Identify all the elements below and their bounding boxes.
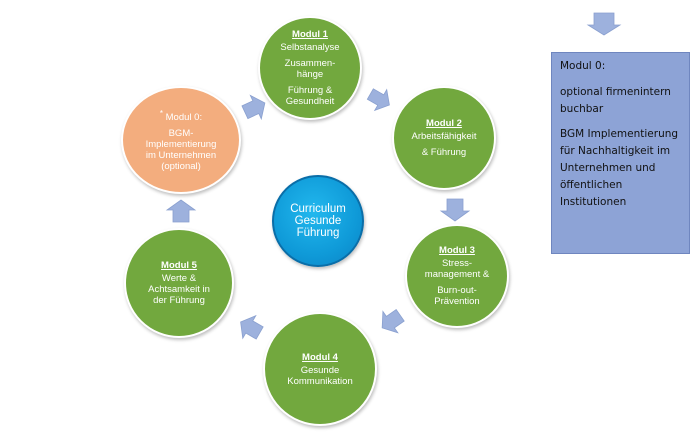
- module-5-line-2: Achtsamkeit in: [148, 284, 210, 295]
- module-3-line-1: Stress-: [441, 258, 473, 269]
- module-4-line-2: Kommunikation: [287, 375, 353, 387]
- arrow-m5-to-m0: [165, 199, 197, 223]
- module-5-line-3: der Führung: [153, 295, 205, 306]
- info-box-text-2: BGM Implementierung für Nachhaltigkeit i…: [560, 128, 679, 208]
- module-5-circle: Modul 5 Werte & Achtsamkeit in der Führu…: [124, 228, 234, 338]
- module-2-line-2: & Führung: [421, 147, 467, 158]
- module-1-line-5: Gesundheit: [285, 96, 335, 107]
- module-1-line-1: Selbstanalyse: [280, 42, 340, 53]
- module-3-circle: Modul 3 Stress- management & Burn-out- P…: [405, 224, 509, 328]
- module-4-title: Modul 4: [302, 351, 338, 363]
- module-3-title: Modul 3: [439, 245, 475, 256]
- center-circle: Curriculum Gesunde Führung: [272, 175, 364, 267]
- center-line-1: Curriculum: [290, 203, 346, 215]
- module-1-circle: Modul 1 Selbstanalyse Zusammen- hänge Fü…: [258, 16, 362, 120]
- module-4-circle: Modul 4 Gesunde Kommunikation: [263, 312, 377, 426]
- module-0-title: Modul 0:: [165, 112, 203, 124]
- arrow-sidebox-down: [586, 12, 622, 36]
- module-2-title: Modul 2: [426, 118, 462, 129]
- module-1-line-3: hänge: [296, 69, 324, 80]
- info-box-text-1: optional firmenintern buchbar: [560, 86, 671, 115]
- module-0-line-1: BGM-: [168, 128, 194, 140]
- module-3-line-4: Prävention: [434, 296, 480, 307]
- info-box-modul-0: Modul 0: optional firmenintern buchbar B…: [551, 52, 690, 254]
- arrow-m1-to-m2: [366, 88, 390, 112]
- module-1-title: Modul 1: [292, 29, 328, 40]
- arrow-m0-to-m1: [241, 94, 266, 121]
- module-0-line-2: Implementierung: [145, 139, 217, 151]
- module-2-circle: Modul 2 Arbeitsfähigkeit & Führung: [392, 86, 496, 190]
- module-0-line-4: (optional): [161, 161, 201, 173]
- center-line-2: Gesunde: [294, 215, 342, 227]
- info-box-title: Modul 0:: [560, 60, 606, 72]
- module-0-circle: * Modul 0: BGM- Implementierung im Unter…: [121, 86, 241, 194]
- module-0-line-3: im Unternehmen: [145, 150, 217, 162]
- module-0-asterisk: *: [159, 108, 163, 118]
- module-4-line-1: Gesunde: [300, 364, 340, 376]
- module-3-line-3: Burn-out-: [437, 285, 477, 296]
- module-0-title-row: * Modul 0:: [160, 108, 202, 123]
- module-2-line-1: Arbeitsfähigkeit: [411, 131, 477, 142]
- arrow-m4-to-m5: [240, 314, 264, 340]
- module-1-line-2: Zusammen-: [284, 58, 336, 69]
- arrow-m2-to-m3: [439, 198, 471, 222]
- center-line-3: Führung: [296, 227, 340, 239]
- module-3-line-2: management &: [424, 269, 490, 280]
- module-5-title: Modul 5: [161, 260, 197, 271]
- module-5-line-1: Werte &: [161, 273, 197, 284]
- arrow-m3-to-m4: [381, 308, 405, 334]
- module-1-line-4: Führung &: [287, 85, 333, 96]
